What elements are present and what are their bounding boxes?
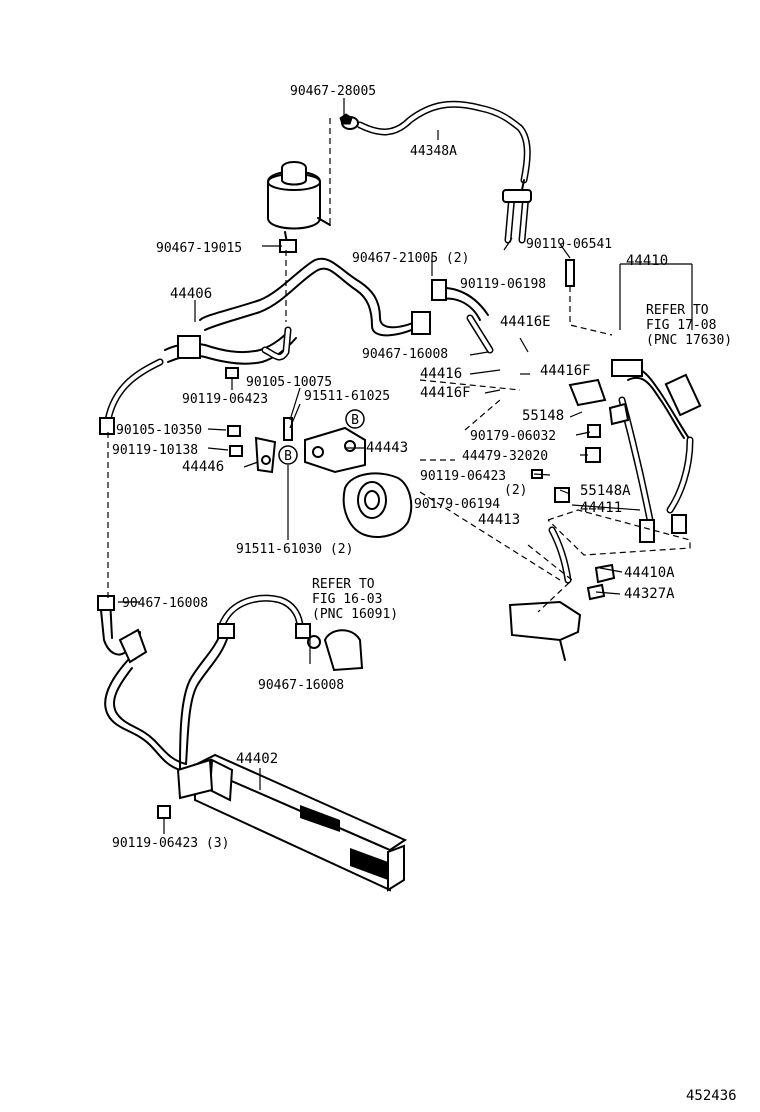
label-90105-10350: 90105-10350: [116, 423, 202, 438]
ref2-line2: FIG 16-03: [312, 592, 382, 607]
label-90179-06032: 90179-06032: [470, 429, 556, 444]
return-hose-44348a: [339, 100, 532, 244]
reservoir: [267, 161, 331, 253]
label-44402: 44402: [236, 751, 278, 767]
callout-b-upper-text: B: [351, 413, 359, 428]
left-return-line: [99, 326, 297, 435]
diagram-id: 452436: [686, 1088, 737, 1104]
label-90467-16008-b: 90467-16008: [122, 596, 208, 611]
callout-b-upper: B: [345, 409, 365, 429]
label-55148: 55148: [522, 408, 564, 424]
pressure-hose-44410: [531, 259, 702, 543]
label-90467-19015: 90467-19015: [156, 241, 242, 256]
label-90467-28005: 90467-28005: [290, 84, 376, 99]
label-44410: 44410: [626, 253, 668, 269]
oil-cooler-44402: [157, 753, 408, 892]
label-90119-06423-c: 90119-06423 (3): [112, 836, 229, 851]
label-44410a: 44410A: [624, 565, 675, 581]
label-44479-32020: 44479-32020: [462, 449, 548, 464]
label-90105-10075: 90105-10075: [246, 375, 332, 390]
ref-component-16091: [307, 629, 364, 672]
ref1-line1: REFER TO: [646, 303, 709, 318]
ref1-line2: FIG 17-08: [646, 318, 716, 333]
callout-b-lower: B: [278, 445, 298, 465]
label-90467-16008-c: 90467-16008: [258, 678, 344, 693]
label-44406: 44406: [170, 286, 212, 302]
hose-44413: [508, 526, 616, 661]
label-90119-06198: 90119-06198: [460, 277, 546, 292]
label-90179-06194: 90179-06194: [414, 497, 500, 512]
label-44416e: 44416E: [500, 314, 551, 330]
label-44327a: 44327A: [624, 586, 675, 602]
label-44348a: 44348A: [410, 144, 457, 159]
ref1-line3: (PNC 17630): [646, 333, 732, 348]
label-91511-61030: 91511-61030 (2): [236, 542, 353, 557]
pressure-line-44406: [199, 257, 494, 354]
label-90119-06541: 90119-06541: [526, 237, 612, 252]
label-90119-06423-a: 90119-06423: [182, 392, 268, 407]
label-90119-10138: 90119-10138: [112, 443, 198, 458]
ref2-line1: REFER TO: [312, 577, 375, 592]
label-55148a: 55148A: [580, 483, 631, 499]
label-90467-21005: 90467-21005 (2): [352, 251, 469, 266]
ref2-line3: (PNC 16091): [312, 607, 398, 622]
label-44411: 44411: [580, 500, 622, 516]
label-qty-2: (2): [504, 483, 527, 498]
label-44416: 44416: [420, 366, 462, 382]
cooler-lines: [97, 594, 311, 771]
callout-b-lower-text: B: [284, 449, 292, 464]
leader-lines: [107, 98, 693, 834]
label-44443: 44443: [366, 440, 408, 456]
label-44446: 44446: [182, 459, 224, 475]
label-90119-06423-b: 90119-06423: [420, 469, 506, 484]
label-44416f-right: 44416F: [540, 363, 591, 379]
power-steering-pump: [342, 472, 413, 538]
label-91511-61025: 91511-61025: [304, 389, 390, 404]
label-44416f-left: 44416F: [420, 385, 471, 401]
label-90467-16008-a: 90467-16008: [362, 347, 448, 362]
label-44413: 44413: [478, 512, 520, 528]
